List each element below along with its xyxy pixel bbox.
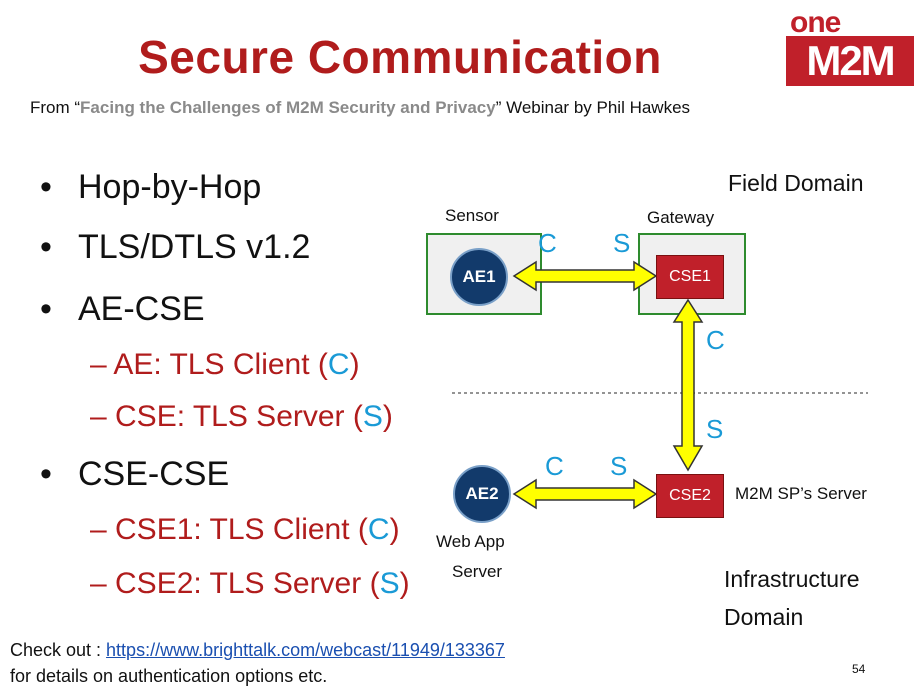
bullet-tls-dtls: • TLS/DTLS v1.2 — [40, 228, 310, 267]
bullet-dot-icon: • — [40, 455, 52, 493]
sub-bullet-suffix: ) — [399, 567, 410, 600]
sub-bullet-prefix: – AE: TLS Client ( — [90, 348, 328, 381]
subtitle-prefix: From “ — [30, 98, 81, 117]
sub-bullet-letter: S — [362, 400, 383, 433]
infrastructure-domain-label-line1: Infrastructure — [724, 566, 860, 592]
bullet-text: Hop-by-Hop — [78, 168, 262, 206]
ae1-node: AE1 — [450, 248, 508, 306]
ae2-node: AE2 — [453, 465, 511, 523]
web-app-label-line1: Web App — [436, 532, 505, 551]
bullet-dot-icon: • — [40, 228, 52, 266]
gateway-label: Gateway — [647, 208, 715, 227]
sub-bullet-letter: C — [327, 348, 350, 381]
logo-m2m-text: M2M — [786, 36, 914, 86]
sub-bullet-suffix: ) — [349, 348, 360, 381]
sub-bullet-cse2-server: – CSE2: TLS Server (S) — [90, 567, 410, 601]
footer-check-out-text: Check out : — [10, 640, 107, 660]
sub-bullet-letter: C — [367, 513, 390, 546]
page-number: 54 — [852, 662, 866, 676]
logo-one-text: one — [790, 6, 841, 39]
cse2-server-letter: S — [706, 414, 724, 444]
sub-bullet-cse-server: – CSE: TLS Server (S) — [90, 400, 393, 434]
bullet-text: AE-CSE — [78, 290, 205, 328]
cse1-cse2-arrow — [672, 298, 704, 472]
ae2-client-letter: C — [545, 451, 564, 481]
bullet-text: CSE-CSE — [78, 455, 230, 493]
bullet-text: TLS/DTLS v1.2 — [78, 228, 311, 266]
sub-bullet-prefix: – CSE2: TLS Server ( — [90, 567, 380, 600]
field-domain-label: Field Domain — [728, 170, 864, 196]
bullet-dot-icon: • — [40, 168, 52, 206]
infrastructure-domain-label-line2: Domain — [724, 604, 804, 630]
sub-bullet-prefix: – CSE: TLS Server ( — [90, 400, 363, 433]
bullet-hop-by-hop: • Hop-by-Hop — [40, 168, 261, 207]
sub-bullet-suffix: ) — [382, 400, 393, 433]
sub-bullet-letter: S — [379, 567, 400, 600]
sensor-label: Sensor — [445, 206, 499, 225]
slide-title: Secure Communication — [138, 31, 662, 83]
brighttalk-webcast-link[interactable]: https://www.brighttalk.com/webcast/11949… — [106, 640, 505, 660]
cse1-client-letter: C — [706, 325, 725, 355]
cse1-server-letter: S — [613, 228, 631, 258]
subtitle-reference: Facing the Challenges of M2M Security an… — [80, 98, 496, 117]
footer-details: for details on authentication options et… — [10, 666, 328, 686]
onem2m-logo: one M2M — [786, 6, 916, 90]
m2m-sp-server-label: M2M SP’s Server — [735, 484, 867, 503]
cse2-server-letter-2: S — [610, 451, 628, 481]
sub-bullet-prefix: – CSE1: TLS Client ( — [90, 513, 368, 546]
bullet-dot-icon: • — [40, 290, 52, 328]
web-app-label-line2: Server — [452, 562, 503, 581]
ae2-cse2-arrow — [512, 478, 658, 510]
slide-subtitle: From “Facing the Challenges of M2M Secur… — [30, 98, 690, 118]
sub-bullet-suffix: ) — [389, 513, 400, 546]
sub-bullet-cse1-client: – CSE1: TLS Client (C) — [90, 513, 400, 547]
cse2-node: CSE2 — [656, 474, 724, 518]
sub-bullet-ae-client: – AE: TLS Client (C) — [90, 348, 360, 382]
bullet-ae-cse: • AE-CSE — [40, 290, 205, 329]
bullet-cse-cse: • CSE-CSE — [40, 455, 229, 494]
ae1-cse1-arrow — [512, 260, 658, 292]
cse1-node: CSE1 — [656, 255, 724, 299]
ae1-client-letter: C — [538, 228, 557, 258]
subtitle-suffix: ” Webinar by Phil Hawkes — [495, 98, 691, 117]
footer-check-out: Check out : https://www.brighttalk.com/w… — [10, 640, 505, 661]
